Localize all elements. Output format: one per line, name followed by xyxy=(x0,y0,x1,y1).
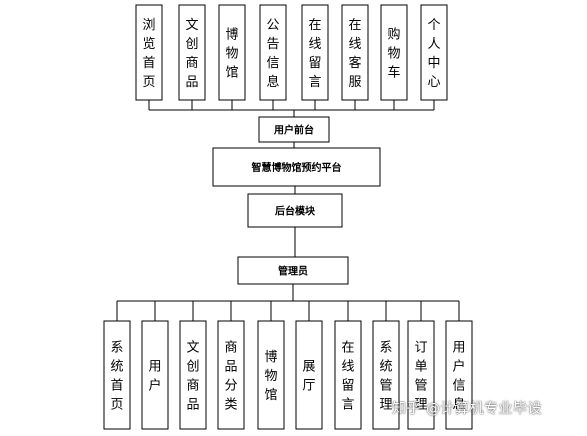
user-frontend-label: 用户前台 xyxy=(273,124,314,137)
bottom-module-user: 用户 xyxy=(141,320,169,430)
backend-label: 后台模块 xyxy=(275,205,316,218)
top-module-label: 博物馆 xyxy=(225,28,238,81)
bottom-module-label: 文创商品 xyxy=(186,341,199,413)
platform-node: 智慧博物馆预约平台 xyxy=(212,147,381,187)
top-module-label: 文创商品 xyxy=(185,18,198,90)
top-module-label: 购物车 xyxy=(387,27,400,81)
bottom-module-online-message: 在线留言 xyxy=(334,320,362,430)
top-module-notice-info: 公告信息 xyxy=(259,4,287,101)
bottom-module-label: 订单管理 xyxy=(414,341,427,413)
top-module-personal-center: 个人中心 xyxy=(420,4,448,101)
top-module-label: 公告信息 xyxy=(266,18,279,90)
watermark: 知乎 @计算机专业毕设 xyxy=(392,401,542,417)
top-module-label: 个人中心 xyxy=(427,18,440,90)
bottom-module-label: 展厅 xyxy=(302,360,315,394)
bottom-module-exhibition-hall: 展厅 xyxy=(295,320,323,430)
bottom-module-user-info: 用户信息 xyxy=(445,320,473,430)
bottom-module-label: 在线留言 xyxy=(341,341,354,413)
platform-label: 智慧博物馆预约平台 xyxy=(252,161,342,174)
bottom-module-product-category: 商品分类 xyxy=(217,320,245,430)
bottom-module-label: 用户 xyxy=(148,360,161,394)
top-module-museum: 博物馆 xyxy=(218,4,246,101)
top-module-browse-home: 浏览首页 xyxy=(135,4,163,101)
bottom-module-system-home: 系统首页 xyxy=(103,320,131,430)
bottom-module-label: 系统首页 xyxy=(110,341,123,413)
connectors xyxy=(116,100,460,321)
top-module-creative-products: 文创商品 xyxy=(178,4,206,101)
bottom-module-label: 用户信息 xyxy=(452,341,465,413)
bottom-module-label: 商品分类 xyxy=(224,341,237,413)
bottom-module-system-management: 系统管理 xyxy=(372,320,400,430)
bottom-module-label: 博物馆 xyxy=(264,350,277,403)
bottom-module-creative-products: 文创商品 xyxy=(179,320,207,430)
bottom-module-label: 系统管理 xyxy=(379,341,392,413)
top-module-online-service: 在线客服 xyxy=(341,4,369,101)
top-module-label: 浏览首页 xyxy=(142,17,155,90)
top-module-online-message: 在线留言 xyxy=(301,4,329,101)
bottom-module-order-management: 订单管理 xyxy=(407,320,435,430)
top-module-label: 在线客服 xyxy=(348,18,361,90)
top-modules: 浏览首页 文创商品 博物馆 公告信息 在线留言 在线客服 购物车 个人中心 xyxy=(135,4,448,101)
admin-node: 管理员 xyxy=(237,256,349,285)
admin-label: 管理员 xyxy=(278,265,308,278)
top-module-label: 在线留言 xyxy=(308,18,321,90)
bottom-modules: 系统首页 用户 文创商品 商品分类 博物馆 展厅 在线留言 系统管理 订单管理 用户信息 xyxy=(103,320,473,430)
top-module-shopping-cart: 购物车 xyxy=(380,4,408,101)
backend-node: 后台模块 xyxy=(247,193,343,228)
bottom-module-museum: 博物馆 xyxy=(257,320,285,430)
user-frontend-node: 用户前台 xyxy=(258,116,330,143)
